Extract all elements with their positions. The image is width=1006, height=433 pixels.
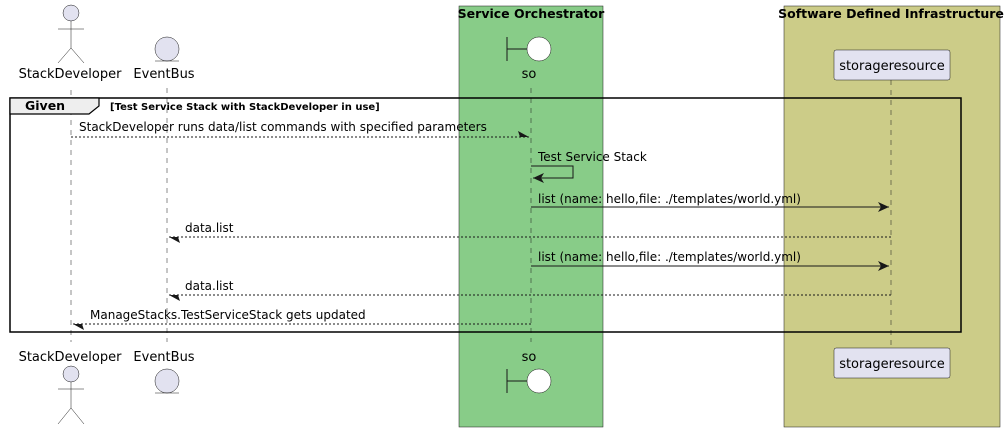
participant-label: EventBus [133, 350, 194, 365]
participant-event-bus-top: EventBus [133, 36, 195, 82]
frame-condition: [Test Service Stack with StackDeveloper … [110, 102, 380, 113]
frame-keyword: Given [25, 98, 65, 113]
entity-icon [154, 368, 180, 394]
participant-label: storageresource [839, 59, 945, 74]
boundary-icon [506, 36, 552, 62]
message-label: Test Service Stack [537, 150, 647, 164]
entity-icon [154, 36, 180, 62]
service-orchestrator-title: Service Orchestrator [458, 6, 605, 21]
message-1: StackDeveloper runs data/list commands w… [71, 120, 529, 138]
participant-storage-resource-bottom: storageresource [833, 347, 951, 379]
message-label: list (name: hello,file: ./templates/worl… [538, 250, 801, 264]
participant-box [833, 347, 951, 379]
message-label: StackDeveloper runs data/list commands w… [79, 120, 487, 134]
given-frame: Given [Test Service Stack with StackDeve… [9, 97, 962, 333]
participant-storage-resource-top: storageresource [833, 49, 951, 81]
participant-label: StackDeveloper [19, 350, 123, 365]
message-4: data.list [169, 221, 891, 243]
actor-icon [57, 4, 85, 64]
boundary-icon [506, 368, 552, 394]
message-5: list (name: hello,file: ./templates/worl… [531, 250, 889, 271]
participant-stack-developer-bottom: StackDeveloper [19, 350, 123, 425]
participant-label: so [522, 67, 537, 82]
participant-box [833, 49, 951, 81]
message-label: data.list [185, 221, 234, 235]
participant-event-bus-bottom: EventBus [133, 350, 195, 394]
message-label: ManageStacks.TestServiceStack gets updat… [90, 308, 366, 322]
participant-stack-developer-top: StackDeveloper [19, 4, 123, 82]
actor-icon [57, 365, 85, 425]
participant-label: so [522, 350, 537, 365]
message-6: data.list [169, 279, 891, 301]
message-3: list (name: hello,file: ./templates/worl… [531, 192, 889, 212]
message-7: ManageStacks.TestServiceStack gets updat… [73, 308, 531, 330]
service-orchestrator-box [458, 5, 604, 428]
software-defined-infrastructure-title: Software Defined Infrastructure [778, 6, 1004, 21]
message-label: data.list [185, 279, 234, 293]
participant-label: storageresource [839, 357, 945, 372]
participant-so-bottom: so [506, 350, 552, 394]
message-label: list (name: hello,file: ./templates/worl… [538, 192, 801, 206]
participant-label: StackDeveloper [19, 67, 123, 82]
participant-label: EventBus [133, 67, 194, 82]
participant-so-top: so [506, 36, 552, 82]
message-2: Test Service Stack [531, 150, 647, 183]
